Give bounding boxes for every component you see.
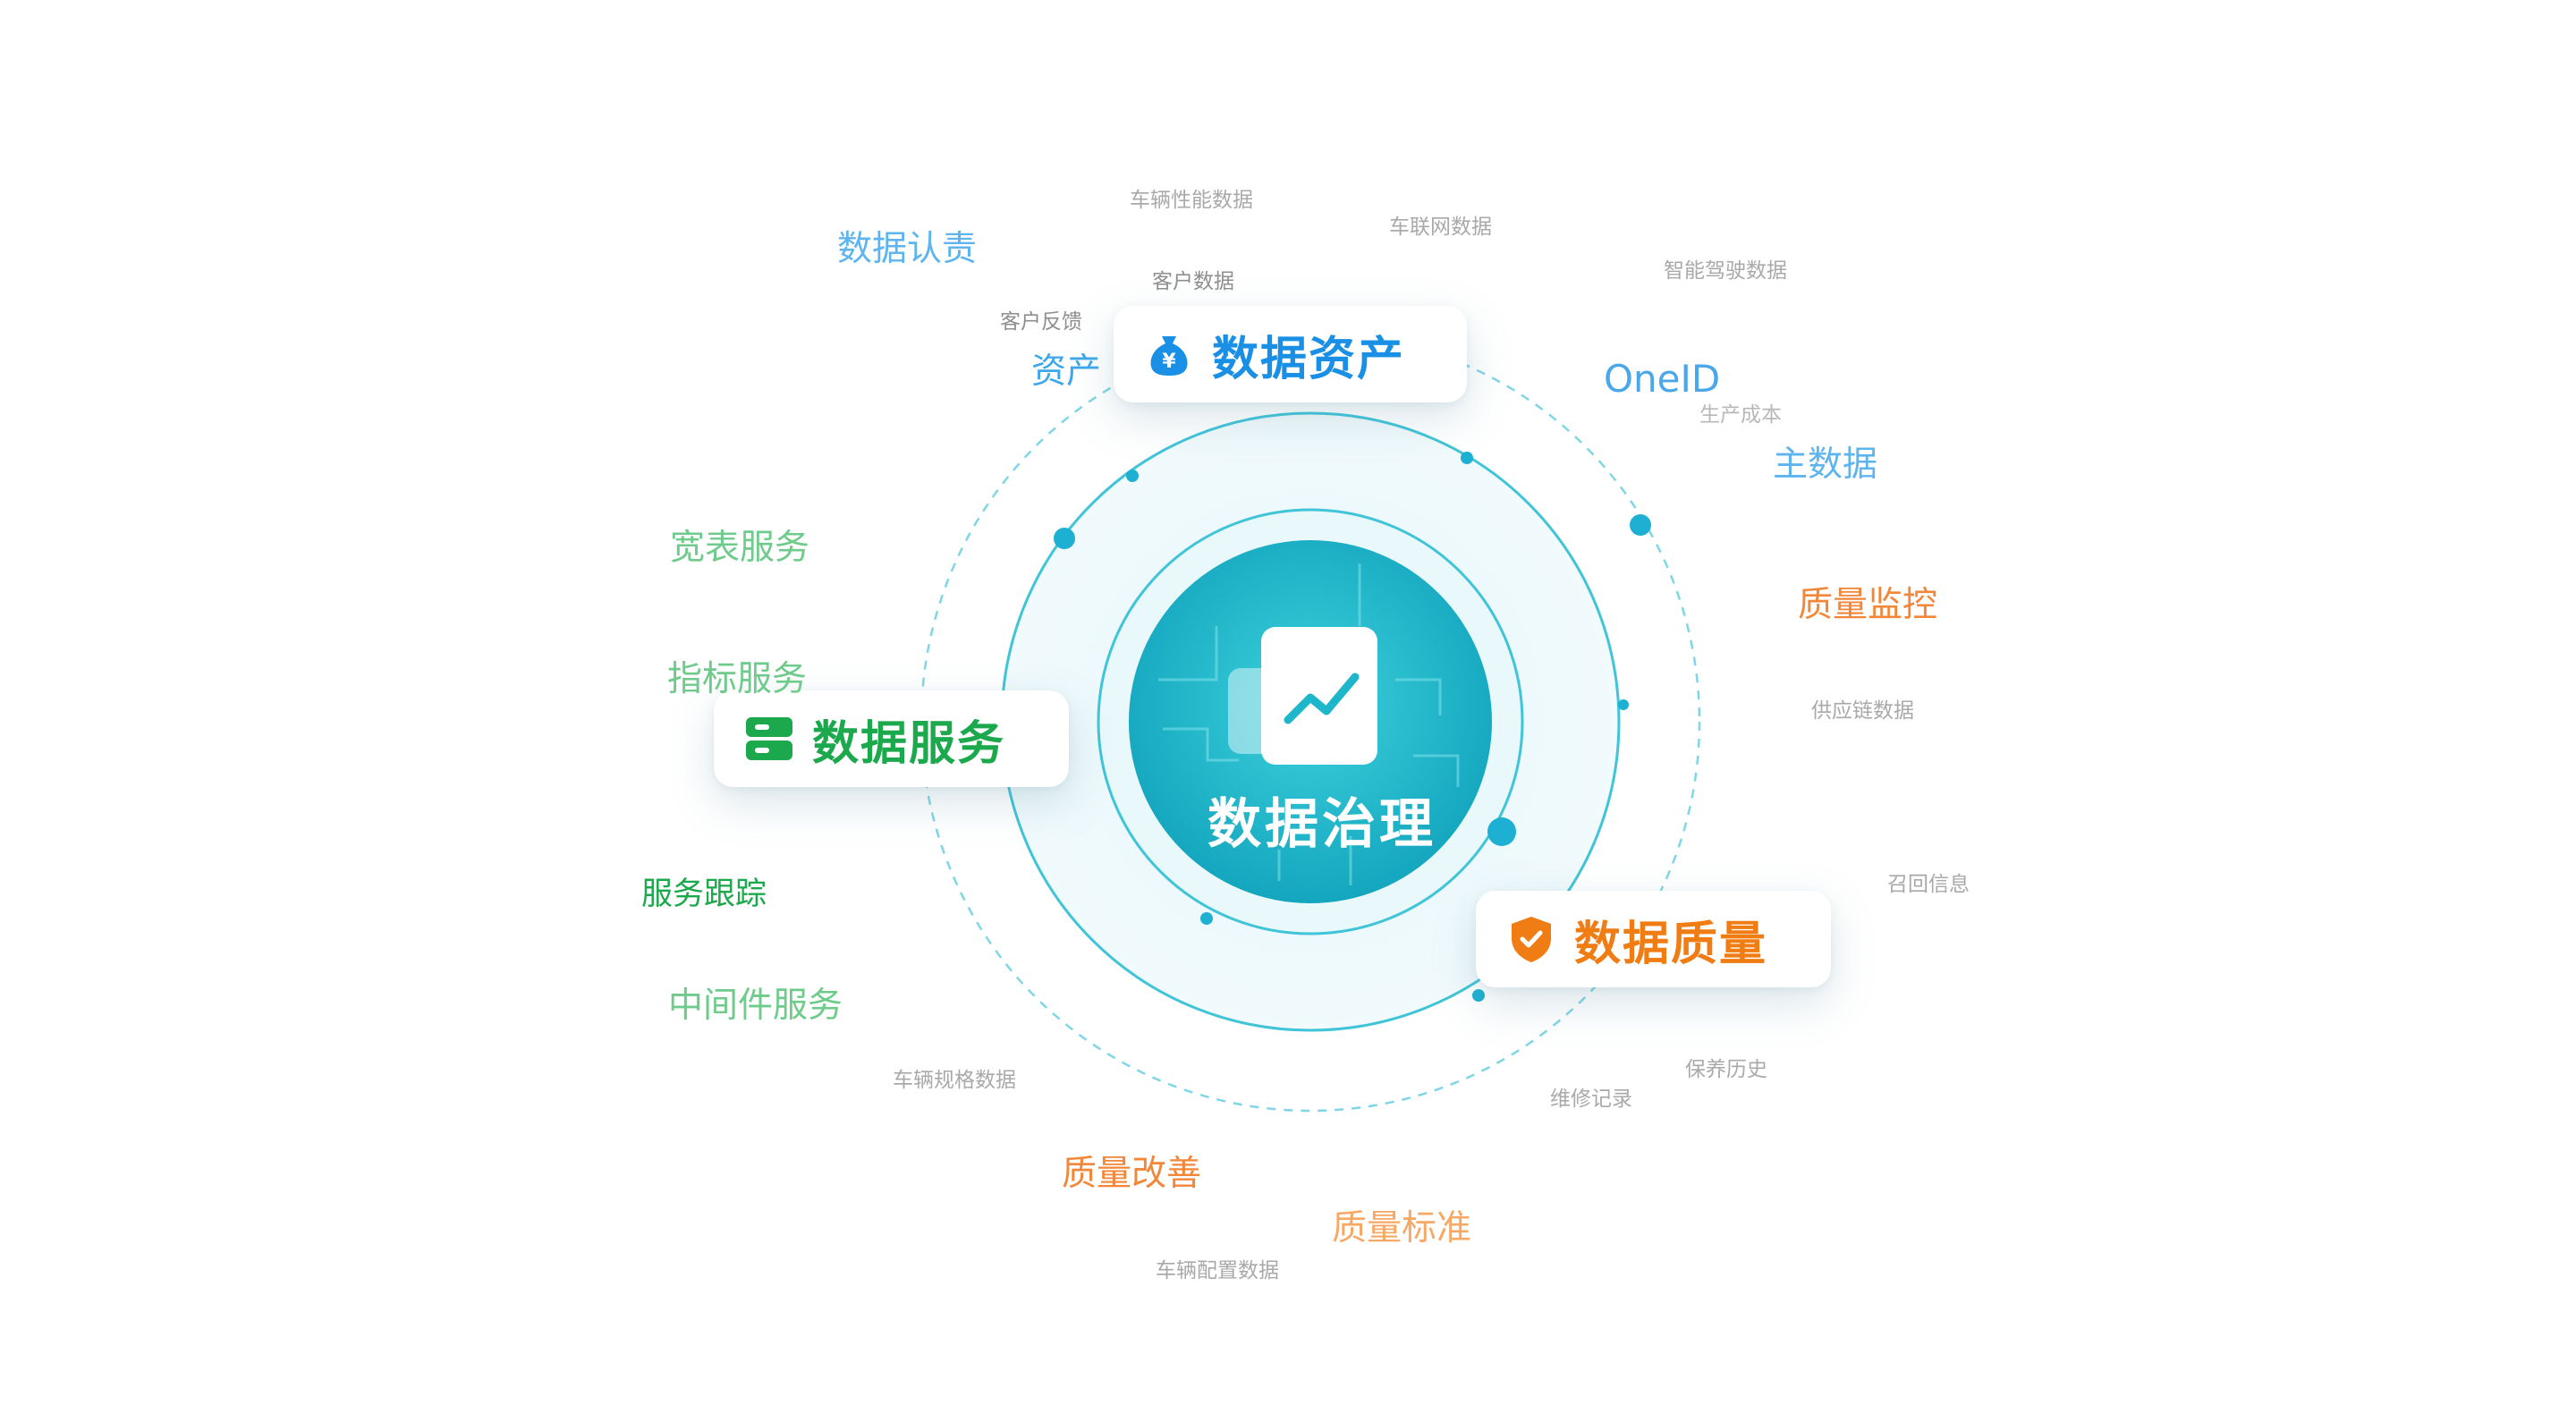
- card-data-quality-label: 数据质量: [1574, 917, 1768, 971]
- tag-assets: 资产: [1031, 351, 1102, 392]
- tag-metric-service: 指标服务: [667, 659, 808, 699]
- tag-production-cost: 生产成本: [1699, 403, 1782, 427]
- money-bag-icon: ¥: [1150, 336, 1188, 376]
- tag-repair-records: 维修记录: [1550, 1088, 1632, 1111]
- tag-quality-standard: 质量标准: [1332, 1208, 1472, 1248]
- card-data-assets-label: 数据资产: [1212, 332, 1406, 386]
- tag-wide-table-service: 宽表服务: [670, 528, 810, 568]
- server-icon: [746, 717, 792, 760]
- card-data-service[interactable]: 数据服务: [714, 690, 1069, 787]
- card-data-assets[interactable]: ¥ 数据资产: [1114, 306, 1467, 402]
- outer-dashed-ring: [919, 331, 1701, 1113]
- tag-data-accountability: 数据认责: [837, 229, 978, 269]
- shield-check-icon: [1512, 917, 1551, 962]
- tag-connected-vehicle: 车联网数据: [1389, 216, 1492, 239]
- tag-master-data: 主数据: [1773, 444, 1878, 485]
- svg-text:¥: ¥: [1162, 351, 1176, 373]
- tag-vehicle-spec: 车辆规格数据: [893, 1069, 1016, 1092]
- card-data-service-label: 数据服务: [812, 716, 1006, 771]
- center-title: 数据治理: [1208, 793, 1436, 856]
- tag-maintenance-history: 保养历史: [1685, 1058, 1767, 1081]
- tag-quality-improvement: 质量改善: [1062, 1154, 1202, 1194]
- card-data-quality[interactable]: 数据质量: [1476, 891, 1831, 987]
- tag-service-tracking: 服务跟踪: [641, 876, 767, 912]
- orbit-dots: [1054, 452, 1651, 1002]
- tag-middleware-service: 中间件服务: [668, 986, 843, 1026]
- tag-vehicle-config: 车辆配置数据: [1156, 1259, 1279, 1282]
- tag-customer-data: 客户数据: [1152, 270, 1234, 293]
- tag-quality-monitoring: 质量监控: [1798, 585, 1938, 625]
- tag-vehicle-performance: 车辆性能数据: [1130, 189, 1253, 212]
- tag-smart-driving: 智能驾驶数据: [1664, 259, 1787, 283]
- tag-oneid: OneID: [1604, 357, 1721, 401]
- tag-recall-info: 召回信息: [1887, 873, 1970, 896]
- core-circuit-lines: [1158, 563, 1460, 885]
- tag-customer-feedback: 客户反馈: [1000, 310, 1082, 334]
- tag-supply-chain: 供应链数据: [1811, 699, 1914, 723]
- trend-chart-icon: [1228, 627, 1377, 765]
